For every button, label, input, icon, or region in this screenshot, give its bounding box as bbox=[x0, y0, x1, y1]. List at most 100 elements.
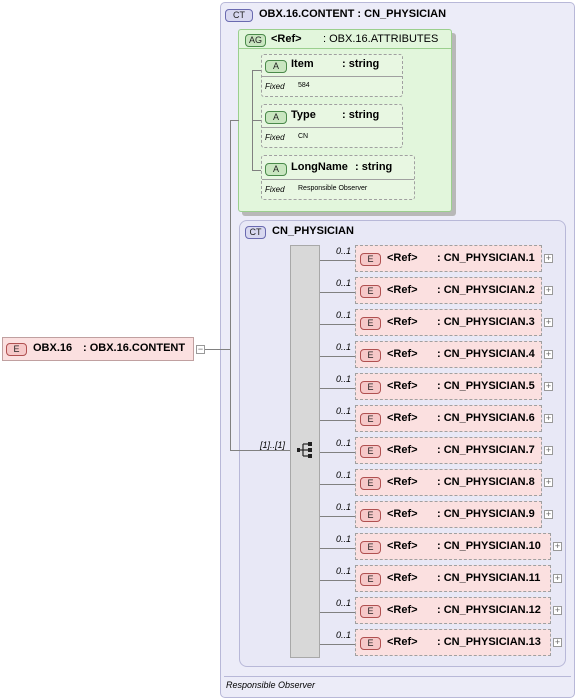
element-badge: E bbox=[360, 509, 381, 522]
fixed-value: 584 bbox=[298, 82, 310, 89]
child-element[interactable] bbox=[355, 565, 551, 592]
trunk-connector bbox=[230, 120, 231, 450]
element-connector bbox=[320, 516, 355, 517]
root-connector bbox=[205, 349, 230, 350]
expand-icon[interactable]: + bbox=[544, 445, 553, 455]
attribute-divider bbox=[262, 127, 402, 128]
element-connector bbox=[320, 356, 355, 357]
complex-type-badge: CT bbox=[225, 9, 253, 22]
element-ref: <Ref> bbox=[387, 380, 418, 392]
collapse-icon[interactable]: − bbox=[196, 344, 205, 354]
element-connector bbox=[320, 548, 355, 549]
element-connector bbox=[320, 612, 355, 613]
expand-icon[interactable]: + bbox=[544, 317, 553, 327]
expand-icon[interactable]: + bbox=[544, 509, 553, 519]
fixed-label: Fixed bbox=[265, 133, 285, 142]
child-element[interactable] bbox=[355, 245, 542, 272]
child-element[interactable] bbox=[355, 501, 542, 528]
element-ref: <Ref> bbox=[387, 444, 418, 456]
element-ref: <Ref> bbox=[387, 636, 418, 648]
complex-type-title: OBX.16.CONTENT : CN_PHYSICIAN bbox=[259, 8, 447, 20]
sequence-connector bbox=[230, 450, 290, 451]
expand-icon[interactable]: + bbox=[553, 605, 562, 615]
element-type: : CN_PHYSICIAN.1 bbox=[437, 252, 535, 264]
element-connector bbox=[320, 292, 355, 293]
element-cardinality: 0..1 bbox=[336, 246, 352, 256]
element-badge: E bbox=[360, 253, 381, 266]
inner-type-title: CN_PHYSICIAN bbox=[272, 225, 354, 237]
child-element[interactable] bbox=[355, 597, 551, 624]
element-cardinality: 0..1 bbox=[336, 342, 352, 352]
element-type: : CN_PHYSICIAN.7 bbox=[437, 444, 535, 456]
element-type: : CN_PHYSICIAN.8 bbox=[437, 476, 535, 488]
element-connector bbox=[320, 324, 355, 325]
expand-icon[interactable]: + bbox=[553, 637, 562, 647]
sequence-bar bbox=[290, 245, 320, 658]
element-cardinality: 0..1 bbox=[336, 310, 352, 320]
element-type: : CN_PHYSICIAN.10 bbox=[437, 540, 541, 552]
child-element[interactable] bbox=[355, 469, 542, 496]
element-ref: <Ref> bbox=[387, 540, 418, 552]
attribute-divider bbox=[262, 179, 414, 180]
element-cardinality: 0..1 bbox=[336, 438, 352, 448]
child-element[interactable] bbox=[355, 277, 542, 304]
child-element[interactable] bbox=[355, 629, 551, 656]
element-ref: <Ref> bbox=[387, 252, 418, 264]
expand-icon[interactable]: + bbox=[553, 541, 562, 551]
expand-icon[interactable]: + bbox=[544, 285, 553, 295]
expand-icon[interactable]: + bbox=[544, 349, 553, 359]
element-ref: <Ref> bbox=[387, 284, 418, 296]
element-type: : CN_PHYSICIAN.4 bbox=[437, 348, 535, 360]
element-type: : CN_PHYSICIAN.12 bbox=[437, 604, 541, 616]
child-element[interactable] bbox=[355, 437, 542, 464]
child-element[interactable] bbox=[355, 405, 542, 432]
inner-type-badge: CT bbox=[245, 226, 266, 239]
element-type: : CN_PHYSICIAN.5 bbox=[437, 380, 535, 392]
element-ref: <Ref> bbox=[387, 348, 418, 360]
expand-icon[interactable]: + bbox=[544, 381, 553, 391]
element-cardinality: 0..1 bbox=[336, 502, 352, 512]
element-connector bbox=[320, 644, 355, 645]
attribute-group-badge: AG bbox=[245, 34, 266, 47]
element-cardinality: 0..1 bbox=[336, 598, 352, 608]
attribute-type: : string bbox=[355, 161, 393, 173]
attribute-name: LongName bbox=[291, 161, 348, 173]
child-element[interactable] bbox=[355, 533, 551, 560]
element-cardinality: 0..1 bbox=[336, 278, 352, 288]
element-ref: <Ref> bbox=[387, 572, 418, 584]
element-cardinality: 0..1 bbox=[336, 406, 352, 416]
attr-connector bbox=[252, 170, 262, 171]
fixed-label: Fixed bbox=[265, 82, 285, 91]
element-connector bbox=[320, 260, 355, 261]
attribute-badge: A bbox=[265, 60, 287, 73]
child-element[interactable] bbox=[355, 373, 542, 400]
sequence-cardinality: [1]..[1] bbox=[260, 440, 286, 450]
element-type: : CN_PHYSICIAN.2 bbox=[437, 284, 535, 296]
element-type: : CN_PHYSICIAN.3 bbox=[437, 316, 535, 328]
element-connector bbox=[320, 420, 355, 421]
root-element-name: OBX.16 bbox=[33, 342, 73, 354]
attr-connector bbox=[252, 120, 262, 121]
expand-icon[interactable]: + bbox=[544, 253, 553, 263]
element-connector bbox=[320, 388, 355, 389]
fixed-label: Fixed bbox=[265, 185, 285, 194]
element-cardinality: 0..1 bbox=[336, 630, 352, 640]
attribute-badge: A bbox=[265, 111, 287, 124]
attr-group-connector bbox=[230, 120, 239, 121]
child-element[interactable] bbox=[355, 341, 542, 368]
element-type: : CN_PHYSICIAN.9 bbox=[437, 508, 535, 520]
attribute-type: : string bbox=[342, 58, 380, 70]
expand-icon[interactable]: + bbox=[553, 573, 562, 583]
child-element[interactable] bbox=[355, 309, 542, 336]
element-badge: E bbox=[360, 541, 381, 554]
expand-icon[interactable]: + bbox=[544, 477, 553, 487]
fixed-value: CN bbox=[298, 133, 309, 140]
attribute-name: Item bbox=[291, 58, 314, 70]
expand-icon[interactable]: + bbox=[544, 413, 553, 423]
root-element[interactable] bbox=[2, 337, 194, 361]
element-cardinality: 0..1 bbox=[336, 374, 352, 384]
attribute-item bbox=[261, 155, 415, 200]
element-ref: <Ref> bbox=[387, 508, 418, 520]
fixed-value: Responsible Observer bbox=[298, 185, 368, 192]
element-badge: E bbox=[360, 573, 381, 586]
